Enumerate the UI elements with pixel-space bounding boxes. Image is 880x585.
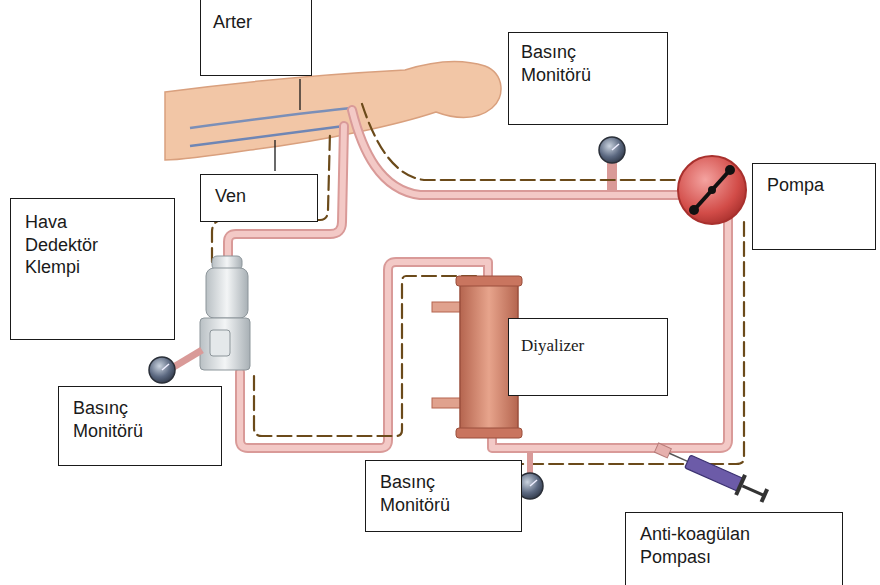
blood-flow-dashes [212, 104, 744, 464]
pump-rotor [694, 170, 730, 210]
dialyzer-out-line [240, 262, 488, 448]
gauge-stem [172, 350, 202, 368]
syringe-barrel [685, 455, 744, 491]
dialyzer-port [432, 398, 462, 408]
gauge-dial [599, 137, 625, 163]
air-detector-clamp [200, 256, 250, 370]
gauge-needle [162, 364, 169, 370]
dialyzer-cap [456, 428, 522, 438]
detector-body [200, 318, 250, 370]
callout-box: Diyalizer [508, 318, 668, 396]
callout-label: Ven [215, 185, 303, 208]
flow-dash [500, 222, 744, 464]
gauge-dial [149, 357, 175, 383]
artery-vessel [190, 108, 352, 128]
tubing-inner [228, 110, 728, 448]
syringe-plunger [742, 486, 764, 496]
callout-label: Basınç Monitörü [73, 397, 193, 442]
callout-box: Basınç Monitörü [365, 460, 522, 532]
syringe [652, 438, 771, 507]
dialyzer-cap [456, 276, 522, 286]
callout-label: Hava Dedektör Klempi [25, 211, 120, 279]
callout-box: Pompa [752, 163, 876, 250]
callout-label: Anti-koagülan Pompası [640, 523, 760, 568]
syringe-plunger-end [760, 488, 769, 502]
pump [678, 156, 746, 224]
syringe-flange [734, 474, 747, 496]
pressure-gauge [149, 350, 202, 383]
callout-label: Basınç Monitörü [380, 471, 500, 516]
arm [165, 62, 501, 160]
pump-hub [708, 186, 716, 194]
leader-line [299, 79, 300, 110]
detector-chamber [206, 268, 248, 318]
callout-box: Basınç Monitörü [508, 32, 668, 125]
detector-window [210, 330, 230, 356]
pump-to-dialyzer-line [492, 214, 728, 448]
pump-housing [678, 156, 746, 224]
callout-label: Arter [213, 11, 299, 34]
callout-box: Arter [200, 0, 312, 76]
gauge-stem [527, 452, 533, 474]
gauge-needle [530, 480, 537, 486]
pump-to-dialyzer-line [492, 214, 728, 448]
callout-box: Basınç Monitörü [58, 386, 222, 466]
callout-label: Diyalizer [521, 335, 651, 356]
flow-dash [254, 276, 476, 436]
syringe-needle [669, 453, 687, 461]
syringe-connector [654, 443, 671, 458]
vein-vessel [190, 126, 344, 146]
callout-box: Anti-koagülan Pompası [625, 512, 843, 585]
dialyzer-out-line [240, 262, 488, 448]
callout-box: Hava Dedektör Klempi [10, 198, 175, 340]
dialyzer-port [432, 302, 462, 312]
gauge-stem [607, 162, 617, 195]
callout-label: Pompa [767, 174, 861, 197]
leader-line [274, 140, 275, 171]
pressure-gauge [599, 137, 625, 163]
tubing [228, 110, 728, 448]
callout-box: Ven [200, 174, 318, 222]
callout-label: Basınç Monitörü [521, 41, 641, 86]
gauge-needle [612, 144, 619, 150]
pump-roller [725, 165, 735, 175]
pump-roller [689, 205, 699, 215]
